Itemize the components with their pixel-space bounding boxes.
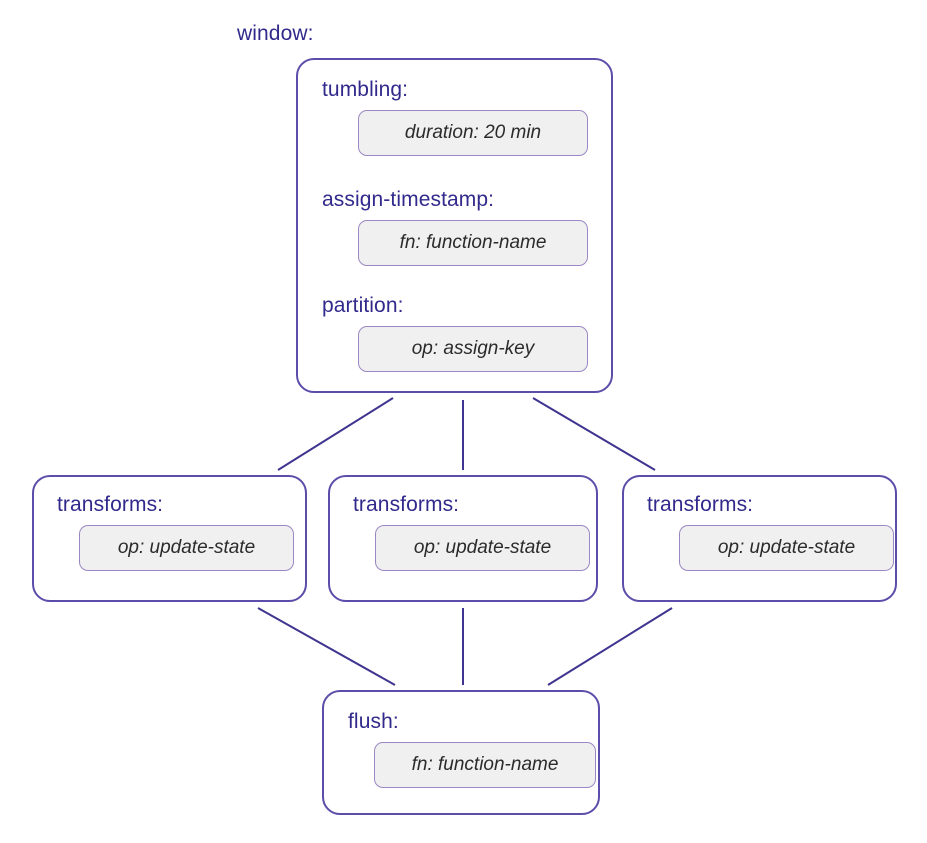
edge-transform-left-to-flush (257, 607, 396, 686)
field-assign-timestamp-fn[interactable]: fn: function-name (358, 220, 588, 266)
flush-node[interactable]: flush: fn: function-name (322, 690, 600, 815)
transforms-field-0-text: op: update-state (117, 537, 256, 558)
flush-field-fn[interactable]: fn: function-name (374, 742, 596, 788)
field-assign-timestamp-fn-text: fn: function-name (399, 232, 547, 253)
transforms-field-1[interactable]: op: update-state (375, 525, 590, 571)
field-partition-op[interactable]: op: assign-key (358, 326, 588, 372)
transforms-node-2[interactable]: transforms: op: update-state (622, 475, 897, 602)
transforms-field-0[interactable]: op: update-state (79, 525, 294, 571)
field-partition-op-text: op: assign-key (411, 338, 535, 359)
transforms-label-1: transforms: (353, 493, 460, 516)
transforms-field-2-text: op: update-state (717, 537, 856, 558)
section-label-tumbling: tumbling: (322, 78, 409, 101)
flush-label: flush: (348, 710, 399, 733)
section-label-assign-timestamp: assign-timestamp: (322, 188, 495, 211)
section-label-partition: partition: (322, 294, 404, 317)
transforms-node-0[interactable]: transforms: op: update-state (32, 475, 307, 602)
edge-window-to-transform-left (277, 397, 394, 471)
field-duration[interactable]: duration: 20 min (358, 110, 588, 156)
edge-window-to-transform-right (532, 397, 656, 471)
flush-field-fn-text: fn: function-name (411, 754, 559, 775)
transforms-field-1-text: op: update-state (413, 537, 552, 558)
transforms-node-1[interactable]: transforms: op: update-state (328, 475, 598, 602)
transforms-label-0: transforms: (57, 493, 164, 516)
field-duration-text: duration: 20 min (404, 122, 542, 143)
transforms-field-2[interactable]: op: update-state (679, 525, 894, 571)
window-container[interactable]: tumbling: duration: 20 min assign-timest… (296, 58, 613, 393)
transforms-label-2: transforms: (647, 493, 754, 516)
window-label: window: (237, 22, 314, 45)
edge-transform-right-to-flush (547, 607, 673, 686)
